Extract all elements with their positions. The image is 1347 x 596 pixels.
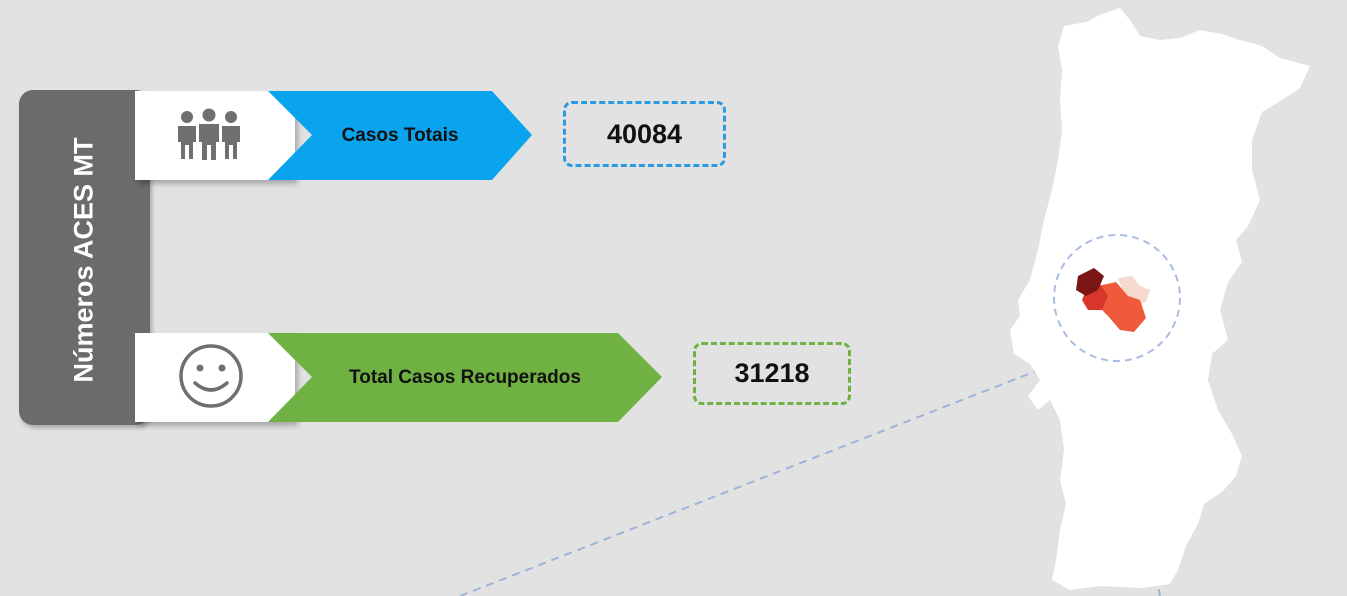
sidebar-tab: [19, 90, 150, 425]
people-group-icon: [175, 108, 243, 167]
arrow-total-cases: [268, 91, 532, 180]
smiley-icon: [176, 343, 246, 414]
recovered-label: Total Casos Recuperados: [349, 366, 581, 388]
portugal-map-icon: [1010, 8, 1310, 590]
total-cases-value: 40084: [563, 101, 726, 167]
recovered-value: 31218: [693, 342, 851, 405]
arrow-recovered: [268, 333, 662, 422]
total-cases-label: Casos Totais: [341, 124, 459, 146]
